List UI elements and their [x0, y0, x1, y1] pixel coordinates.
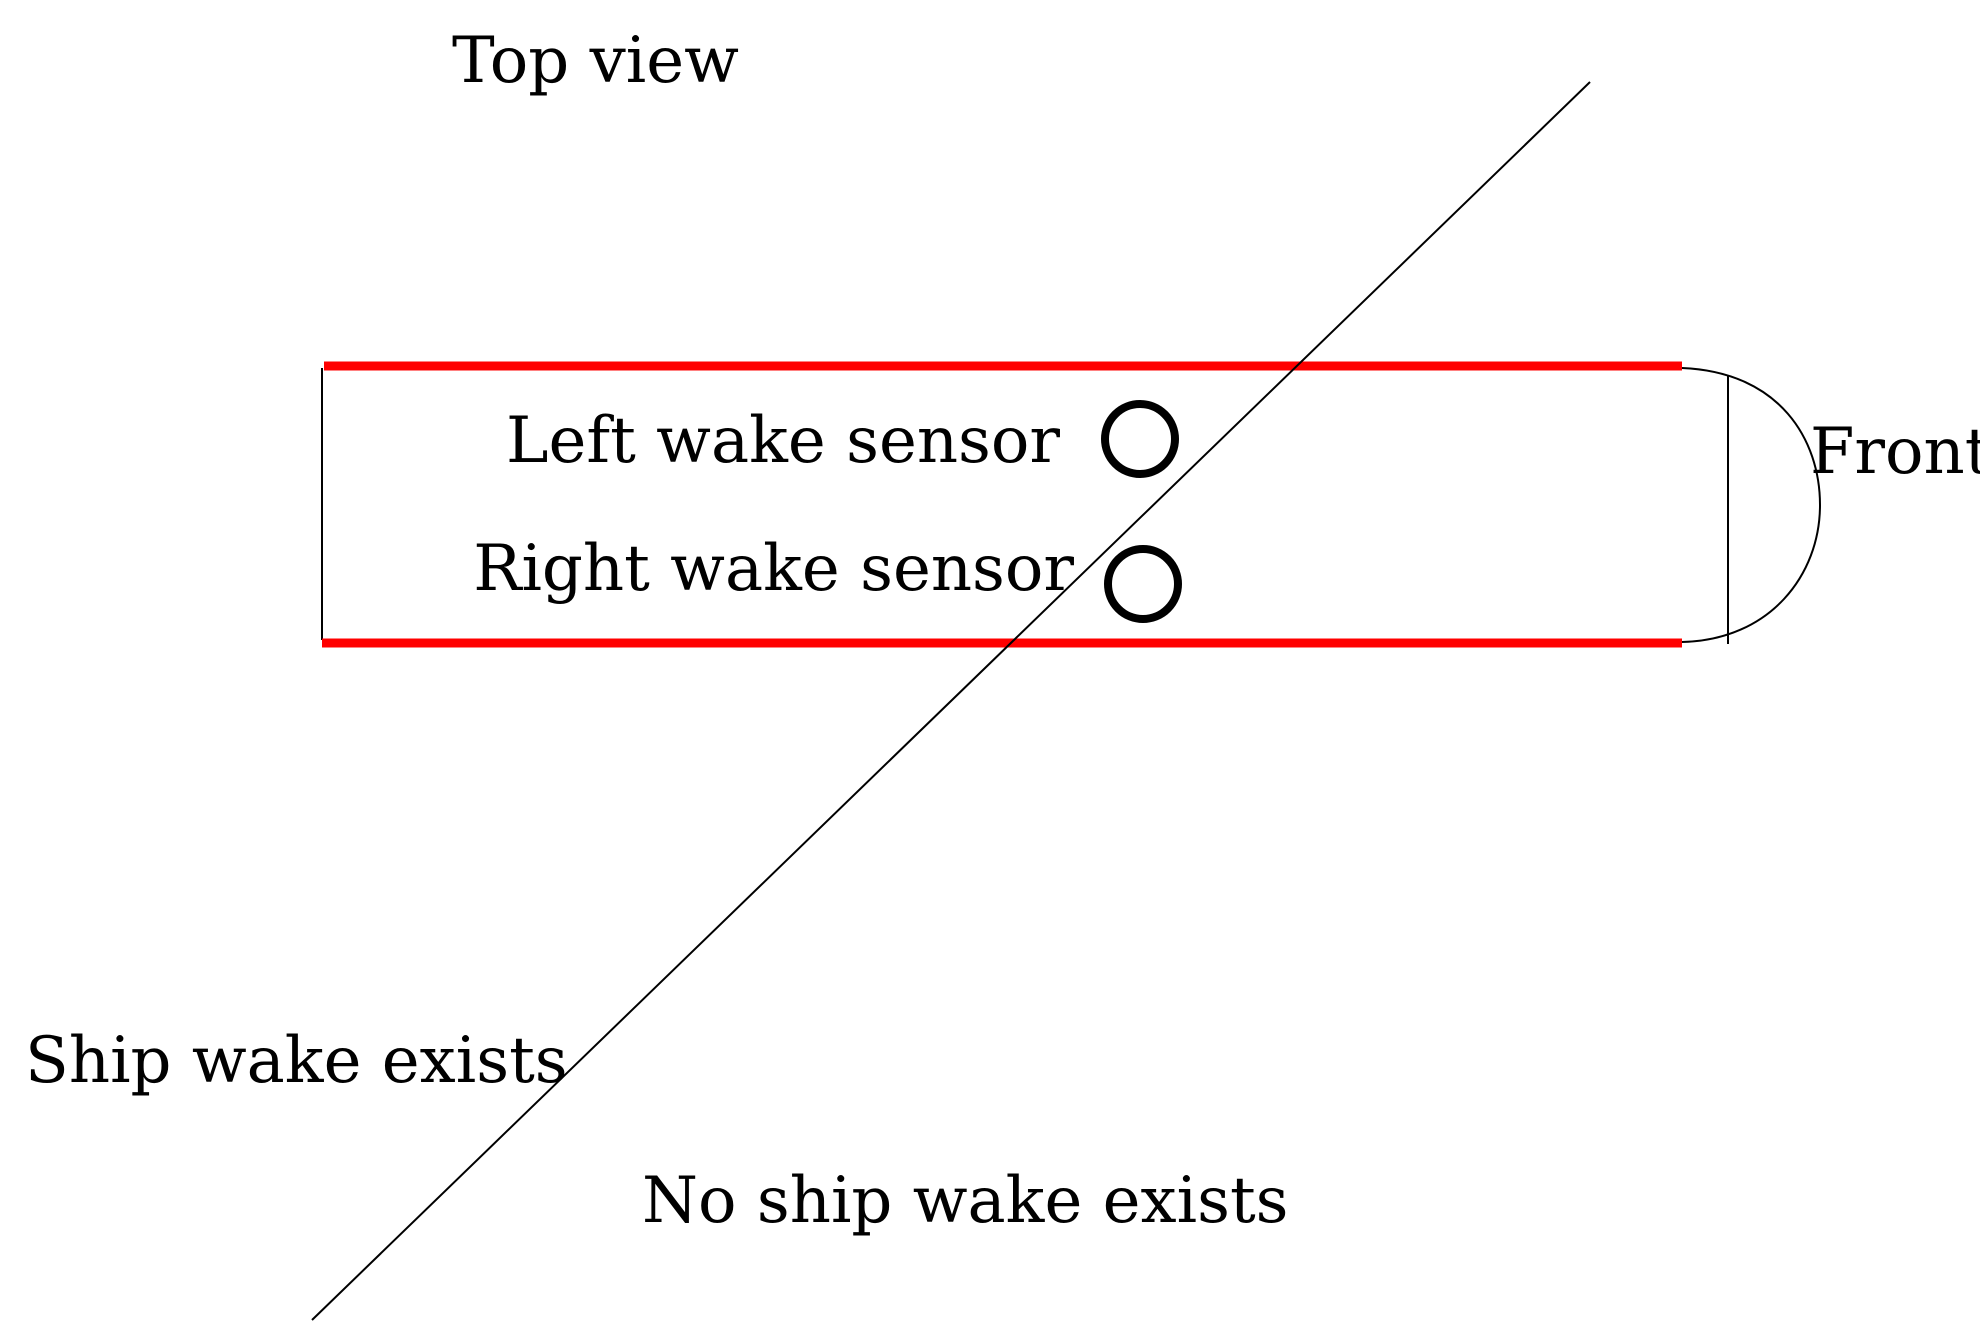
right-wake-sensor — [1104, 545, 1182, 623]
ship-hull — [321, 361, 1822, 648]
no-wake-label: No ship wake exists — [642, 1164, 1289, 1238]
left-sensor-label: Left wake sensor — [506, 404, 1060, 478]
front-label: Front — [1810, 415, 1980, 489]
left-wake-sensor — [1101, 400, 1179, 478]
ship-bow-curve — [1681, 367, 1822, 643]
wake-exists-label: Ship wake exists — [25, 1024, 568, 1098]
wake-boundary-line — [311, 81, 1591, 1321]
top-view-label: Top view — [452, 24, 739, 98]
right-sensor-label: Right wake sensor — [473, 532, 1074, 606]
